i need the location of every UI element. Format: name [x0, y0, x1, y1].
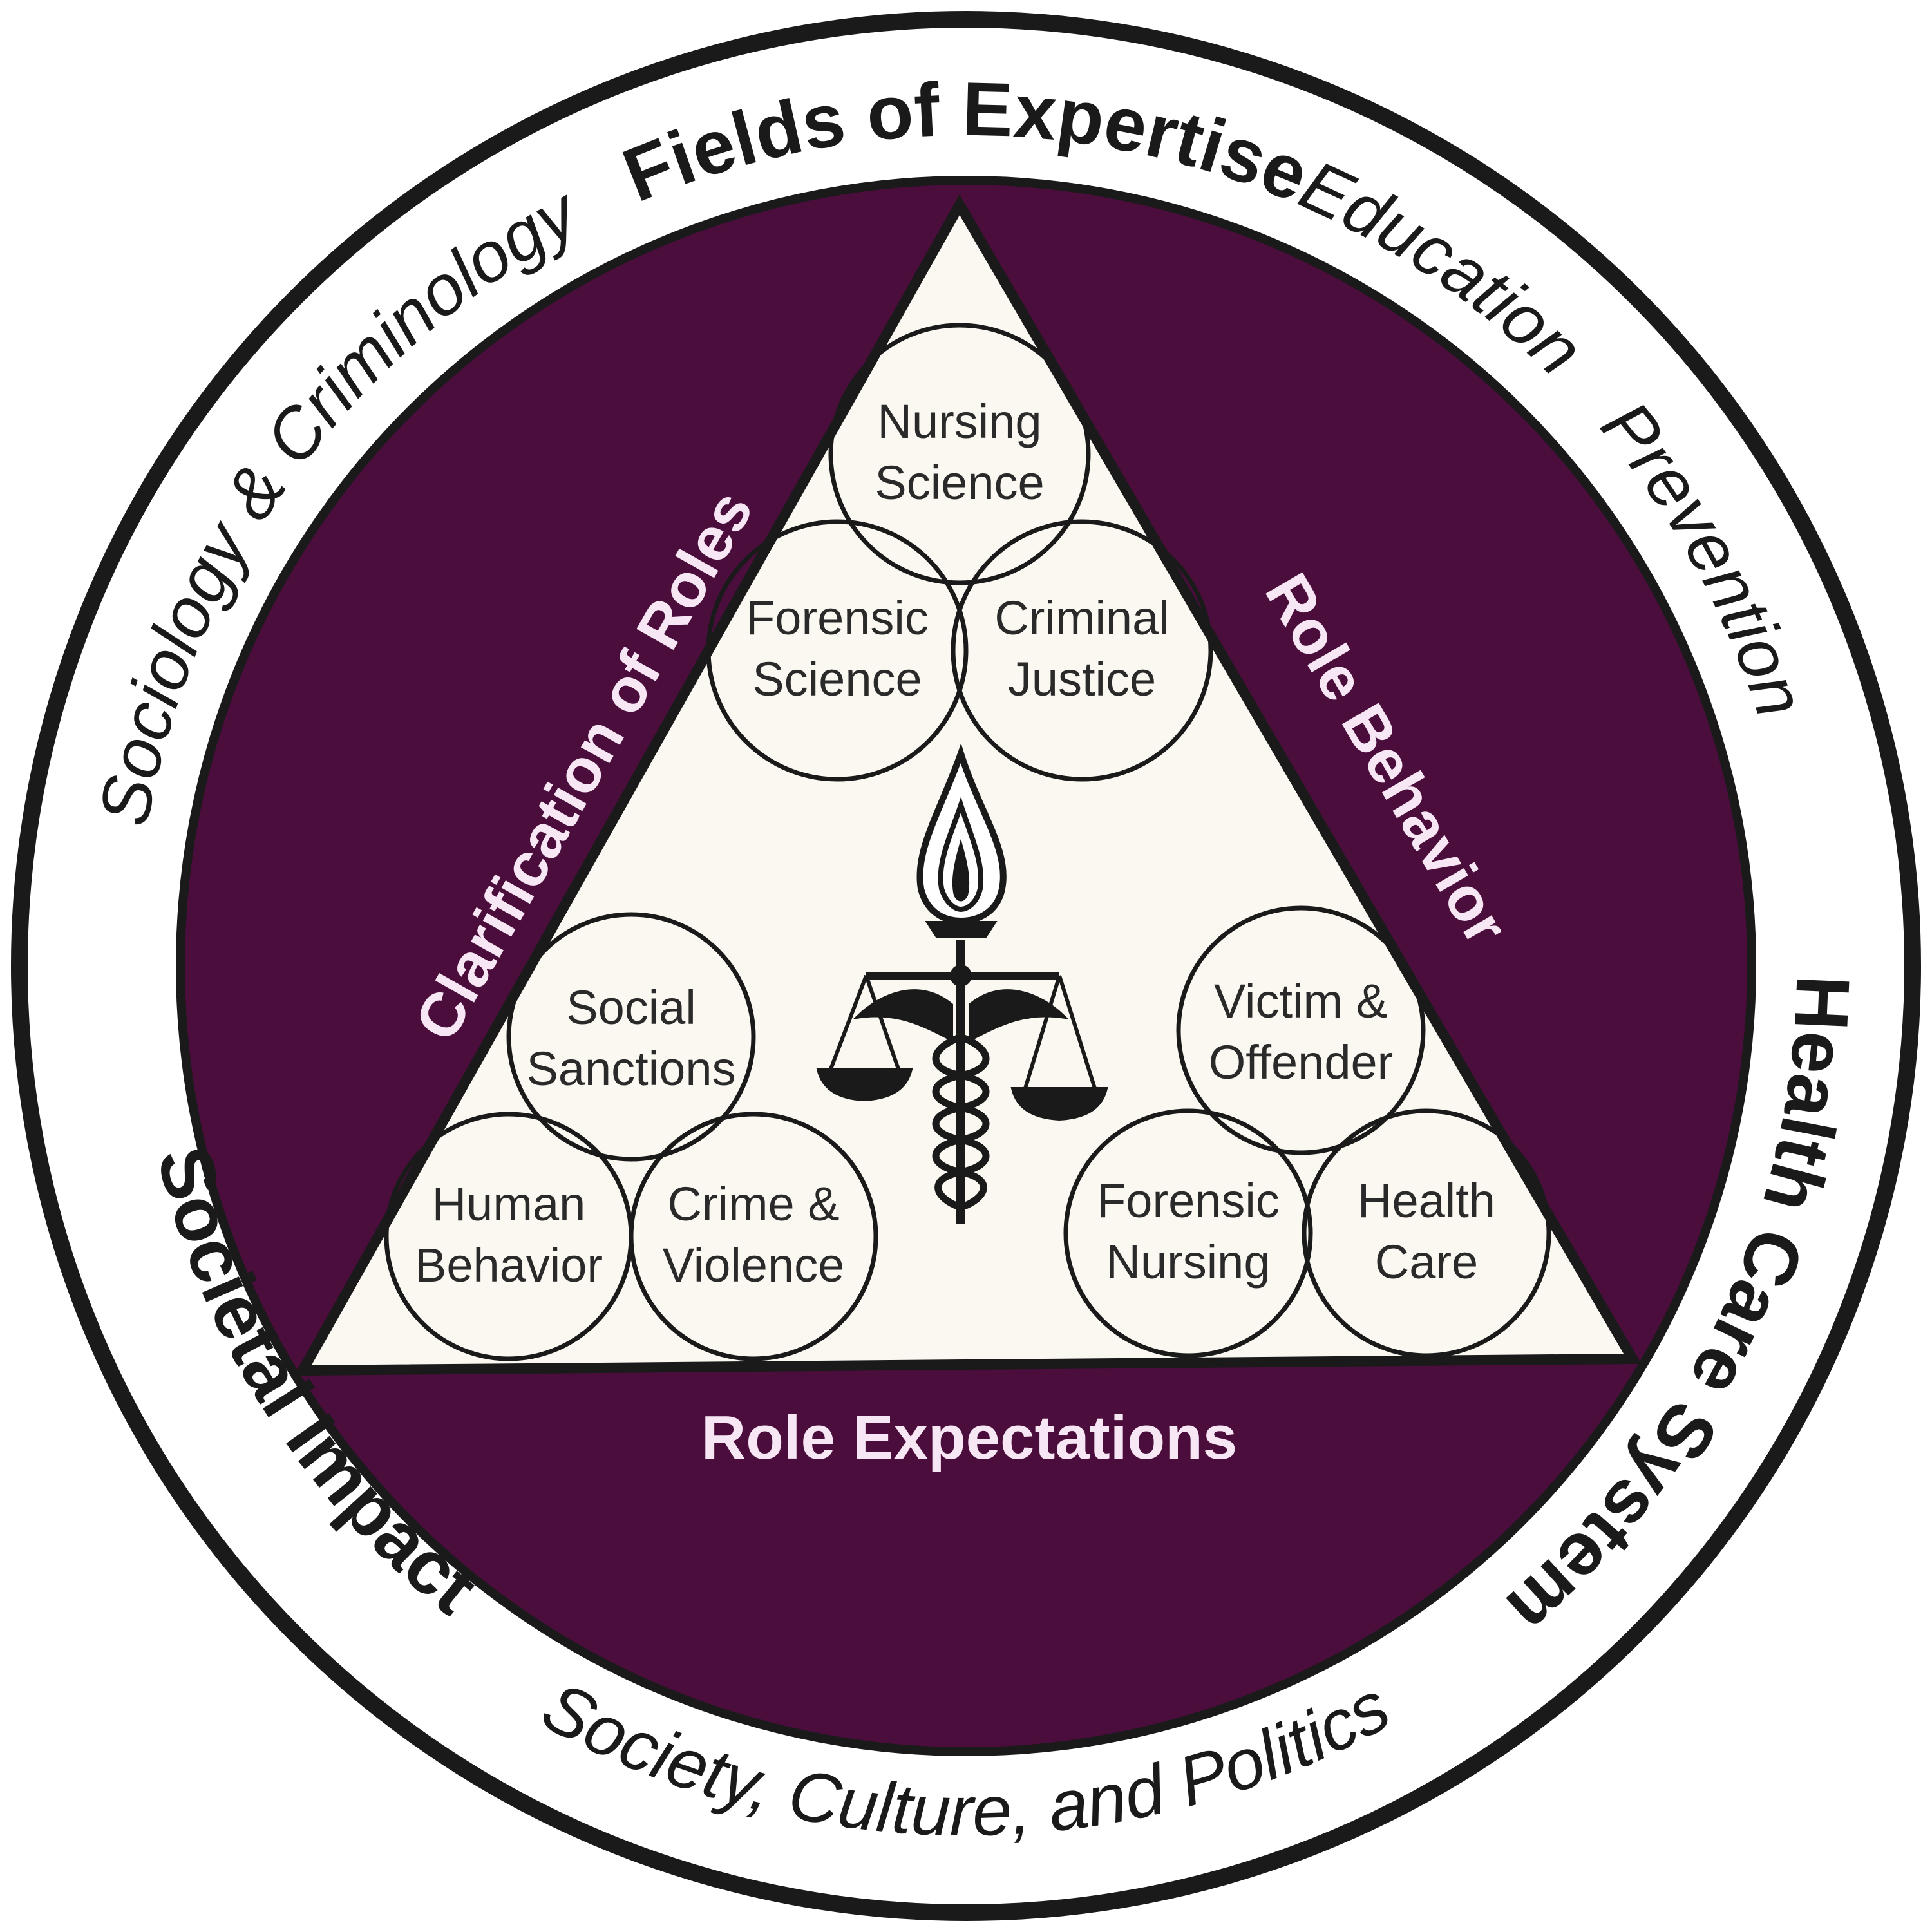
text-social-sanctions-1: Social [566, 981, 696, 1034]
text-victim-offender-2: Offender [1209, 1036, 1394, 1089]
flame-scales-caduceus-icon [816, 743, 1108, 1224]
text-health-care-1: Health [1358, 1174, 1495, 1227]
text-health-care-2: Care [1375, 1235, 1478, 1289]
text-victim-offender-1: Victim & [1214, 974, 1388, 1028]
text-human-behavior-1: Human [432, 1177, 586, 1231]
text-crime-violence-1: Crime & [667, 1177, 839, 1231]
circle-victim-offender [1176, 905, 1426, 1155]
text-forensic-science-2: Science [752, 652, 922, 706]
text-criminal-justice-1: Criminal [994, 591, 1169, 645]
label-role-expectations: Role Expectations [701, 1403, 1237, 1472]
text-human-behavior-2: Behavior [415, 1238, 603, 1292]
text-criminal-justice-2: Justice [1008, 652, 1156, 706]
circle-social-sanctions [506, 912, 756, 1162]
circle-forensic-science [706, 519, 969, 782]
circle-crime-violence [629, 1112, 878, 1361]
text-nursing-science-2: Science [875, 456, 1044, 509]
text-forensic-nursing-2: Nursing [1106, 1235, 1271, 1289]
text-forensic-nursing-1: Forensic [1097, 1174, 1280, 1227]
circle-criminal-justice [951, 519, 1213, 782]
text-forensic-science-1: Forensic [746, 591, 929, 645]
text-social-sanctions-2: Sanctions [527, 1042, 736, 1095]
text-nursing-science-1: Nursing [878, 395, 1042, 448]
circle-nursing-science [828, 323, 1091, 585]
circle-forensic-nursing [1063, 1108, 1313, 1358]
text-crime-violence-2: Violence [663, 1238, 845, 1292]
circle-health-care [1302, 1108, 1551, 1358]
